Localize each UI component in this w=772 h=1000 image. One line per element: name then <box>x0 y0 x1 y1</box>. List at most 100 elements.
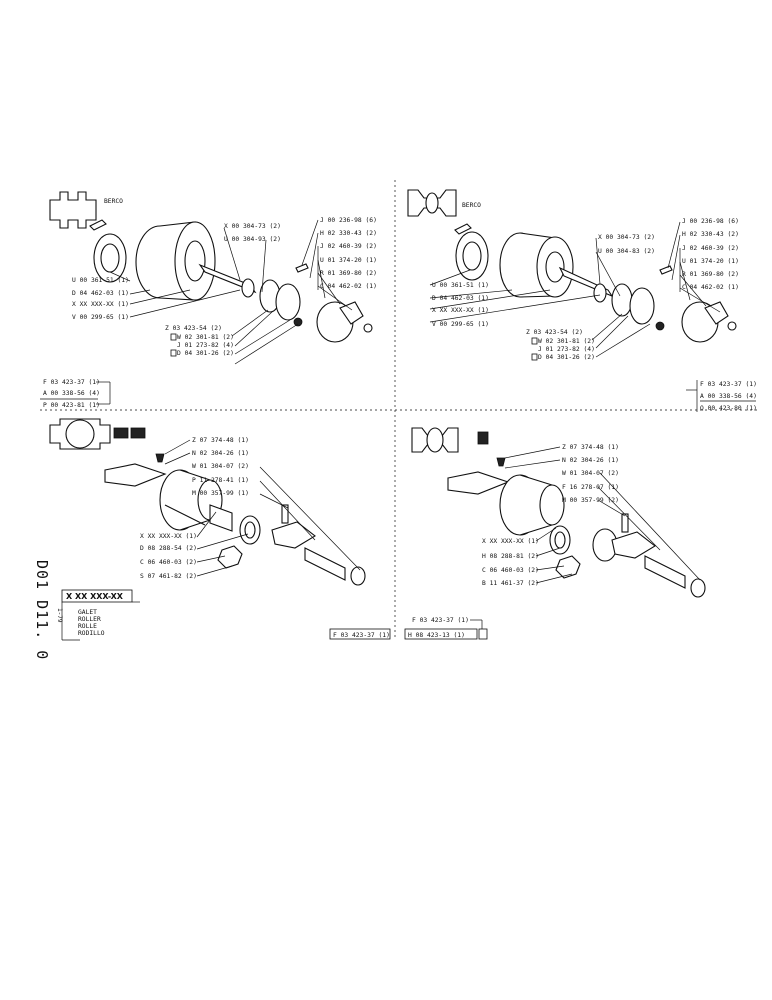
pin-part <box>454 223 472 235</box>
quadrant-bottom-left: Z 07 374-48 (1) N 02 304-26 (1) W 01 304… <box>49 418 391 641</box>
shaft <box>304 547 346 581</box>
reference-block-tl: F 03 423-37 (1) A 00 338-56 (4) P 00 423… <box>40 379 111 409</box>
part-label: J 01 273-82 (4) <box>177 342 234 349</box>
part-label: V 00 299-65 (1) <box>72 314 129 321</box>
roller-body <box>499 232 574 298</box>
part-label: M 00 357-99 (1) <box>192 490 249 497</box>
part-label: J 00 236-98 (6) <box>682 218 739 225</box>
title-block <box>61 589 140 641</box>
quadrant-top-right: BERCO <box>407 189 757 412</box>
part-number: X XX XXX-XX <box>66 592 124 601</box>
quadrant-bottom-right: Z 07 374-48 (1) N 02 304-26 (1) W 01 304… <box>404 427 706 640</box>
flange <box>611 283 633 317</box>
ref-label: A 00 338-56 (4) <box>700 393 757 400</box>
reference-block-tr: F 03 423-37 (1) A 00 338-56 (4) Q 00 423… <box>686 380 757 412</box>
part-label: X XX XXX-XX (1) <box>432 307 489 314</box>
part-label: U 00 304-93 (2) <box>224 236 281 243</box>
part-label: C 06 460-03 (2) <box>140 559 197 566</box>
end-bracket <box>611 531 656 559</box>
ref-label: F 03 423-37 (1) <box>43 379 100 386</box>
berco-logo: BERCO <box>462 202 481 209</box>
part-label: D 04 301-26 (2) <box>177 350 234 357</box>
ref-label: A 00 338-56 (4) <box>43 390 100 397</box>
part-label: V 00 299-65 (1) <box>432 321 489 328</box>
part-label: W 02 301-81 (2) <box>538 338 595 345</box>
leader-lines-br <box>504 446 701 584</box>
part-label: X 00 304-73 (2) <box>224 223 281 230</box>
shaft <box>198 263 257 294</box>
part-label: U 01 374-20 (1) <box>320 257 377 264</box>
part-label: S 07 461-82 (2) <box>140 573 197 580</box>
shaft <box>644 555 686 589</box>
part-label: Z 07 374-48 (1) <box>562 444 619 451</box>
part-label: Z 03 423-54 (2) <box>526 329 583 336</box>
part-label: F 16 278-07 (1) <box>562 484 619 491</box>
end-cap <box>681 301 729 343</box>
end-bracket <box>271 521 316 549</box>
o-ring <box>350 566 366 586</box>
part-label: N 02 304-26 (1) <box>192 450 249 457</box>
part-label: U 00 361-51 (1) <box>432 282 489 289</box>
quadrant-top-left: BERCO <box>40 191 377 409</box>
part-label: N 02 304-26 (1) <box>562 457 619 464</box>
part-label: W 02 301-81 (2) <box>177 334 234 341</box>
part-label: H 02 330-43 (2) <box>682 231 739 238</box>
reference-block-br: F 03 423-37 (1) H 08 423-13 (1) <box>404 617 488 640</box>
grease-fitting <box>155 453 165 463</box>
part-label: R 01 369-80 (2) <box>682 271 739 278</box>
track-roller-thumbnail <box>407 189 457 217</box>
leader-lines-bl <box>164 439 361 577</box>
part-label: Z 07 374-48 (1) <box>192 437 249 444</box>
grease-fitting <box>496 457 506 467</box>
berco-logo: BERCO <box>104 198 123 205</box>
single-flange-roller-thumbnail <box>49 418 111 450</box>
part-label: U 00 304-83 (2) <box>598 248 655 255</box>
leader-lines-tr <box>429 221 721 358</box>
pin <box>281 504 289 524</box>
part-label: J 01 273-82 (4) <box>538 346 595 353</box>
nut <box>217 545 243 569</box>
bushing <box>241 278 255 298</box>
sleeve <box>209 504 233 532</box>
o-ring <box>690 578 706 598</box>
title-fr: GALET <box>78 609 97 616</box>
document-code-text: D01 D11. 0 <box>33 560 51 661</box>
part-label: W 01 304-07 (2) <box>192 463 249 470</box>
title-en: ROLLER <box>78 616 101 623</box>
part-label: U 00 361-51 (1) <box>72 277 129 284</box>
part-label: H 08 288-81 (2) <box>482 553 539 560</box>
part-label: D 04 462-03 (1) <box>72 290 129 297</box>
roller-with-bracket <box>447 471 565 536</box>
title-es: RODILLO <box>78 630 105 637</box>
part-label: X XX XXX-XX (1) <box>140 533 197 540</box>
double-flange-roller-thumbnail <box>411 427 459 453</box>
part-label: D 04 462-03 (1) <box>432 295 489 302</box>
quadrant-dividers <box>40 180 760 640</box>
part-label: Z 03 423-54 (2) <box>165 325 222 332</box>
ref-label: F 03 423-37 (1) <box>333 632 390 639</box>
document-date: 1-79 <box>56 608 63 623</box>
roller-with-bracket <box>104 463 223 531</box>
nut <box>555 555 581 579</box>
document-code: D01 D11. 0 <box>33 560 51 670</box>
roller-body <box>135 221 216 301</box>
part-label: D 04 301-26 (2) <box>538 354 595 361</box>
part-label: B 11 461-37 (2) <box>482 580 539 587</box>
pin-part <box>89 219 107 231</box>
part-label: M 00 357-99 (2) <box>562 497 619 504</box>
reference-block-bl: F 03 423-37 (1) <box>329 628 391 640</box>
part-label: J 02 460-39 (2) <box>320 243 377 250</box>
ref-label: Q 00 423-80 (1) <box>700 405 757 412</box>
part-label: C 06 460-03 (2) <box>482 567 539 574</box>
part-label: W 01 304-07 (2) <box>562 470 619 477</box>
part-label: X XX XXX-XX (1) <box>72 301 129 308</box>
ref-label: P 00 423-81 (1) <box>43 402 100 409</box>
part-label: D 08 288-54 (2) <box>140 545 197 552</box>
part-label: J 02 460-39 (2) <box>682 245 739 252</box>
title-de: ROLLE <box>78 623 97 630</box>
bushing <box>593 283 607 303</box>
part-label: J 00 236-98 (6) <box>320 217 377 224</box>
part-label: R 01 369-80 (2) <box>320 270 377 277</box>
part-label: P 11 278-41 (1) <box>192 477 249 484</box>
